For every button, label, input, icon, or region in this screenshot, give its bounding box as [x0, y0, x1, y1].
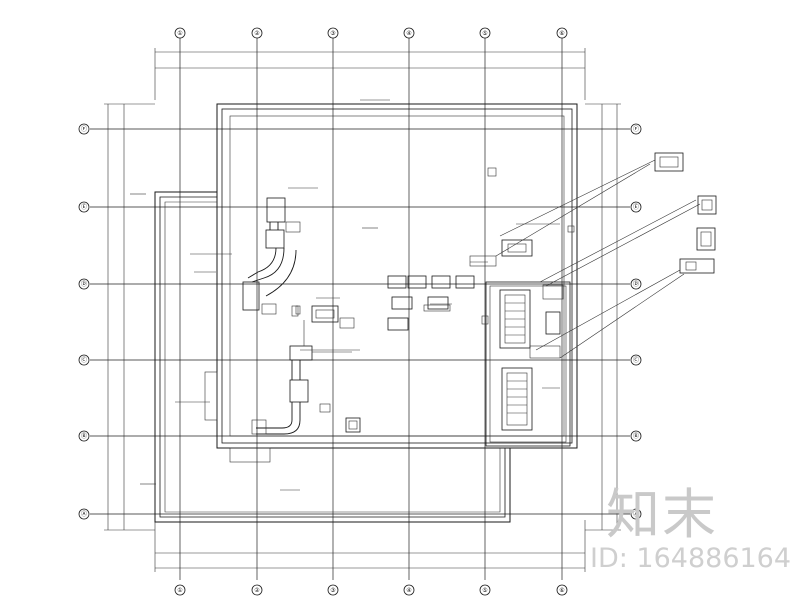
watermark-logo: 知末	[606, 483, 718, 546]
axis-bubbles	[78, 27, 642, 596]
axis-label-row-b-right: Ⓑ	[633, 432, 639, 440]
axis-label-row-a-right: Ⓐ	[633, 510, 639, 518]
annotation-marks	[130, 99, 560, 491]
legend-symbols	[654, 152, 717, 274]
axis-label-col-3-bottom: ③	[330, 587, 335, 594]
grid-lines	[90, 38, 630, 580]
axis-label-col-6-bottom: ⑥	[559, 587, 564, 594]
axis-label-row-f-right: Ⓕ	[633, 125, 639, 133]
axis-label-row-e-right: Ⓔ	[633, 203, 639, 211]
equipment	[242, 167, 575, 435]
axis-label-row-c: Ⓒ	[81, 356, 87, 364]
watermark-id-text: ID: 164886164	[590, 543, 792, 574]
axis-label-row-b: Ⓑ	[81, 432, 87, 440]
axis-label-row-e: Ⓔ	[81, 203, 87, 211]
axis-label-col-4-bottom: ④	[406, 587, 411, 594]
axis-label-row-d-right: Ⓓ	[633, 280, 639, 288]
axis-label-row-f: Ⓕ	[81, 125, 87, 133]
axis-label-col-3: ③	[330, 30, 335, 37]
axis-label-col-2-bottom: ②	[254, 587, 260, 594]
leader-lines	[495, 159, 701, 359]
unit-battery-upper	[499, 289, 531, 349]
unit-battery-lower	[501, 367, 533, 431]
axis-label-row-d: Ⓓ	[81, 280, 87, 288]
axis-label-col-5: ⑤	[482, 30, 487, 37]
axis-label-col-1: ①	[177, 30, 182, 37]
building-outline	[154, 103, 578, 523]
axis-label-col-6: ⑥	[559, 30, 564, 37]
axis-label-col-4: ④	[406, 30, 411, 37]
axis-label-col-5-bottom: ⑤	[482, 587, 487, 594]
dimension-lines	[104, 48, 621, 572]
axis-label-row-c-right: Ⓒ	[633, 356, 639, 364]
axis-label-col-1-bottom: ①	[177, 587, 182, 594]
axis-labels: ① ② ③ ④ ⑤ ⑥ ① ② ③ ④ ⑤ ⑥ Ⓕ Ⓔ Ⓓ Ⓒ Ⓑ Ⓐ Ⓕ Ⓔ …	[81, 30, 639, 594]
axis-label-row-a: Ⓐ	[81, 510, 87, 518]
axis-label-col-2: ②	[254, 30, 260, 37]
